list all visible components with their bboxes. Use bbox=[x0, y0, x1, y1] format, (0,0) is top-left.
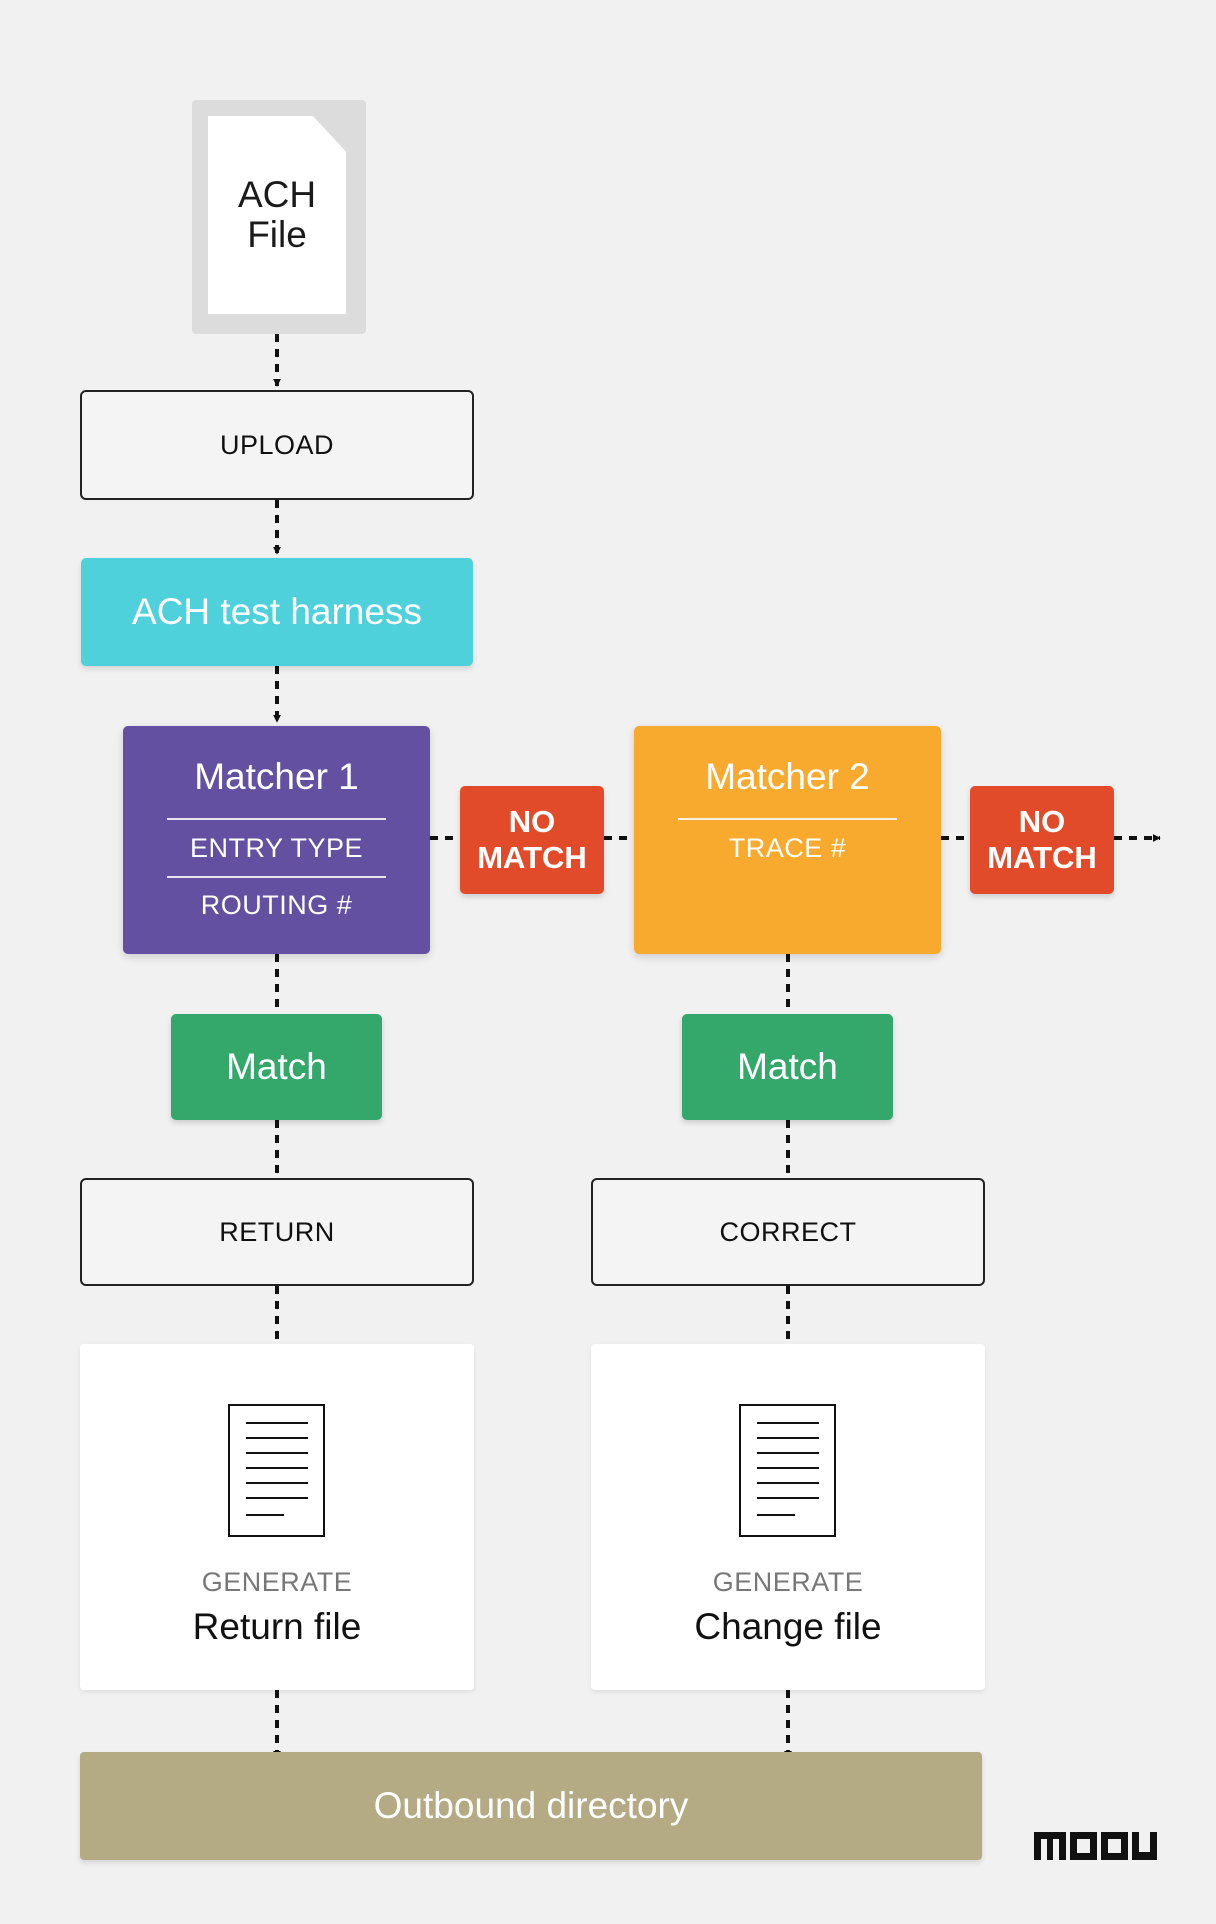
no-match-2-line1: NO bbox=[1018, 804, 1066, 839]
matcher-1: Matcher 1 ENTRY TYPE ROUTING # bbox=[123, 726, 430, 954]
generate-2-subtitle: GENERATE bbox=[712, 1567, 864, 1597]
matcher-1-field-routing: ROUTING # bbox=[200, 890, 353, 920]
match-1: Match bbox=[171, 1014, 382, 1120]
correct-label: CORRECT bbox=[719, 1216, 857, 1247]
moov-logo bbox=[1034, 1832, 1157, 1860]
ach-file-card: ACH File bbox=[208, 116, 346, 314]
harness-label: ACH test harness bbox=[132, 591, 422, 632]
generate-1-subtitle: GENERATE bbox=[201, 1567, 353, 1597]
ach-file-label-line2: File bbox=[247, 214, 307, 255]
matcher-1-divider bbox=[167, 876, 386, 878]
match-2: Match bbox=[682, 1014, 893, 1120]
upload-label: UPLOAD bbox=[219, 429, 335, 460]
matcher-1-field-entry-type: ENTRY TYPE bbox=[189, 833, 364, 863]
matcher-1-title: Matcher 1 bbox=[194, 756, 359, 797]
no-match-2-line2: MATCH bbox=[987, 840, 1097, 875]
document-icon bbox=[228, 1404, 325, 1537]
generate-change-file-card: GENERATE Change file bbox=[591, 1344, 985, 1690]
outbound-label: Outbound directory bbox=[373, 1785, 689, 1826]
generate-2-title: Change file bbox=[694, 1606, 882, 1647]
no-match-2: NO MATCH bbox=[970, 786, 1114, 894]
matcher-2-divider bbox=[678, 818, 897, 820]
matcher-2-title: Matcher 2 bbox=[705, 756, 870, 797]
document-icon bbox=[739, 1404, 836, 1537]
correct-step: CORRECT bbox=[591, 1178, 985, 1286]
upload-step: UPLOAD bbox=[80, 390, 474, 500]
return-step: RETURN bbox=[80, 1178, 474, 1286]
no-match-1-line2: MATCH bbox=[477, 840, 587, 875]
no-match-1: NO MATCH bbox=[460, 786, 604, 894]
generate-1-title: Return file bbox=[192, 1606, 362, 1647]
matcher-2: Matcher 2 TRACE # bbox=[634, 726, 941, 954]
match-1-label: Match bbox=[226, 1046, 327, 1087]
outbound-directory: Outbound directory bbox=[80, 1752, 982, 1860]
return-label: RETURN bbox=[219, 1216, 335, 1247]
generate-return-file-card: GENERATE Return file bbox=[80, 1344, 474, 1690]
ach-test-harness: ACH test harness bbox=[81, 558, 473, 666]
no-match-1-line1: NO bbox=[508, 804, 556, 839]
matcher-2-field-trace: TRACE # bbox=[728, 833, 847, 863]
ach-file-label-line1: ACH bbox=[237, 174, 317, 215]
matcher-1-divider bbox=[167, 818, 386, 820]
match-2-label: Match bbox=[737, 1046, 838, 1087]
